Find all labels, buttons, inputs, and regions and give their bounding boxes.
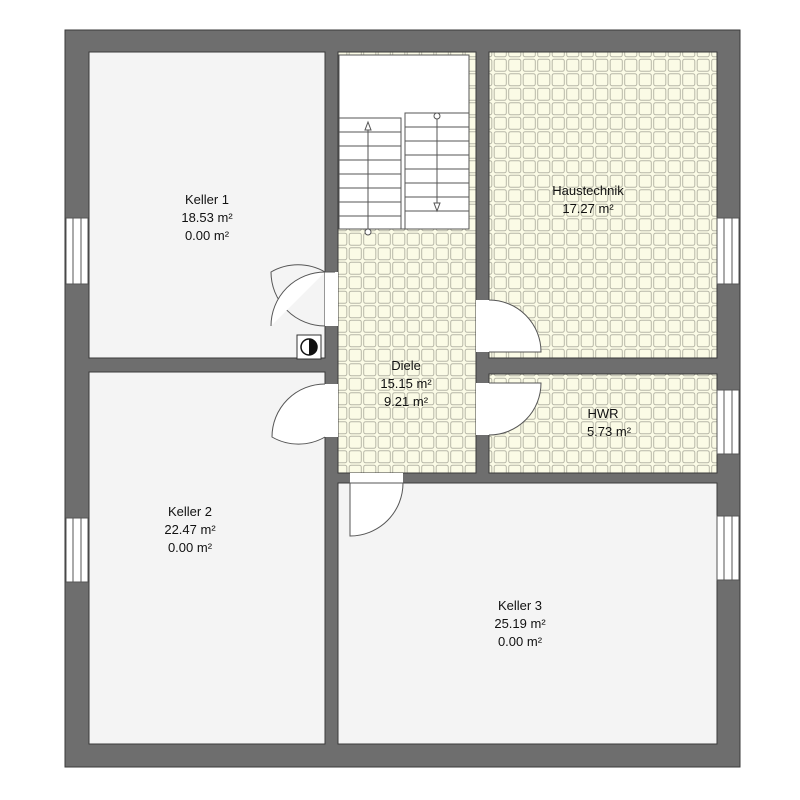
window-keller3 [716,515,740,581]
room-keller2-area2: 0.00 m² [168,540,213,555]
room-keller3-area2: 0.00 m² [498,634,543,649]
doors [270,264,542,537]
door-keller1 [270,264,335,327]
room-diele-name: Diele [391,358,421,373]
door-keller3 [349,482,404,537]
room-haustechnik-area: 17.27 m² [562,201,614,216]
half-filled-circle-icon [296,334,322,360]
room-keller1-name: Keller 1 [185,192,229,207]
door-hwr [488,382,542,436]
staircase [338,54,470,236]
room-keller1-area: 18.53 m² [181,210,233,225]
door-haustechnik [488,299,542,353]
room-keller3-area: 25.19 m² [494,616,546,631]
room-diele-area: 15.15 m² [380,376,432,391]
room-haustechnik-name: Haustechnik [552,183,624,198]
room-haustechnik-floor[interactable] [488,51,718,359]
window-hwr [716,389,740,455]
room-diele-area2: 9.21 m² [384,394,429,409]
door-keller2 [271,383,326,445]
room-hwr-area: 5.73 m² [587,424,632,439]
windows [65,217,740,583]
room-keller3-floor[interactable] [337,482,718,745]
room-keller2-area: 22.47 m² [164,522,216,537]
window-haustechnik [716,217,740,285]
room-keller3-name: Keller 3 [498,598,542,613]
window-keller2 [65,517,89,583]
room-keller1-area2: 0.00 m² [185,228,230,243]
room-hwr-name: HWR [587,406,618,421]
room-keller2-name: Keller 2 [168,504,212,519]
window-keller1 [65,217,89,285]
